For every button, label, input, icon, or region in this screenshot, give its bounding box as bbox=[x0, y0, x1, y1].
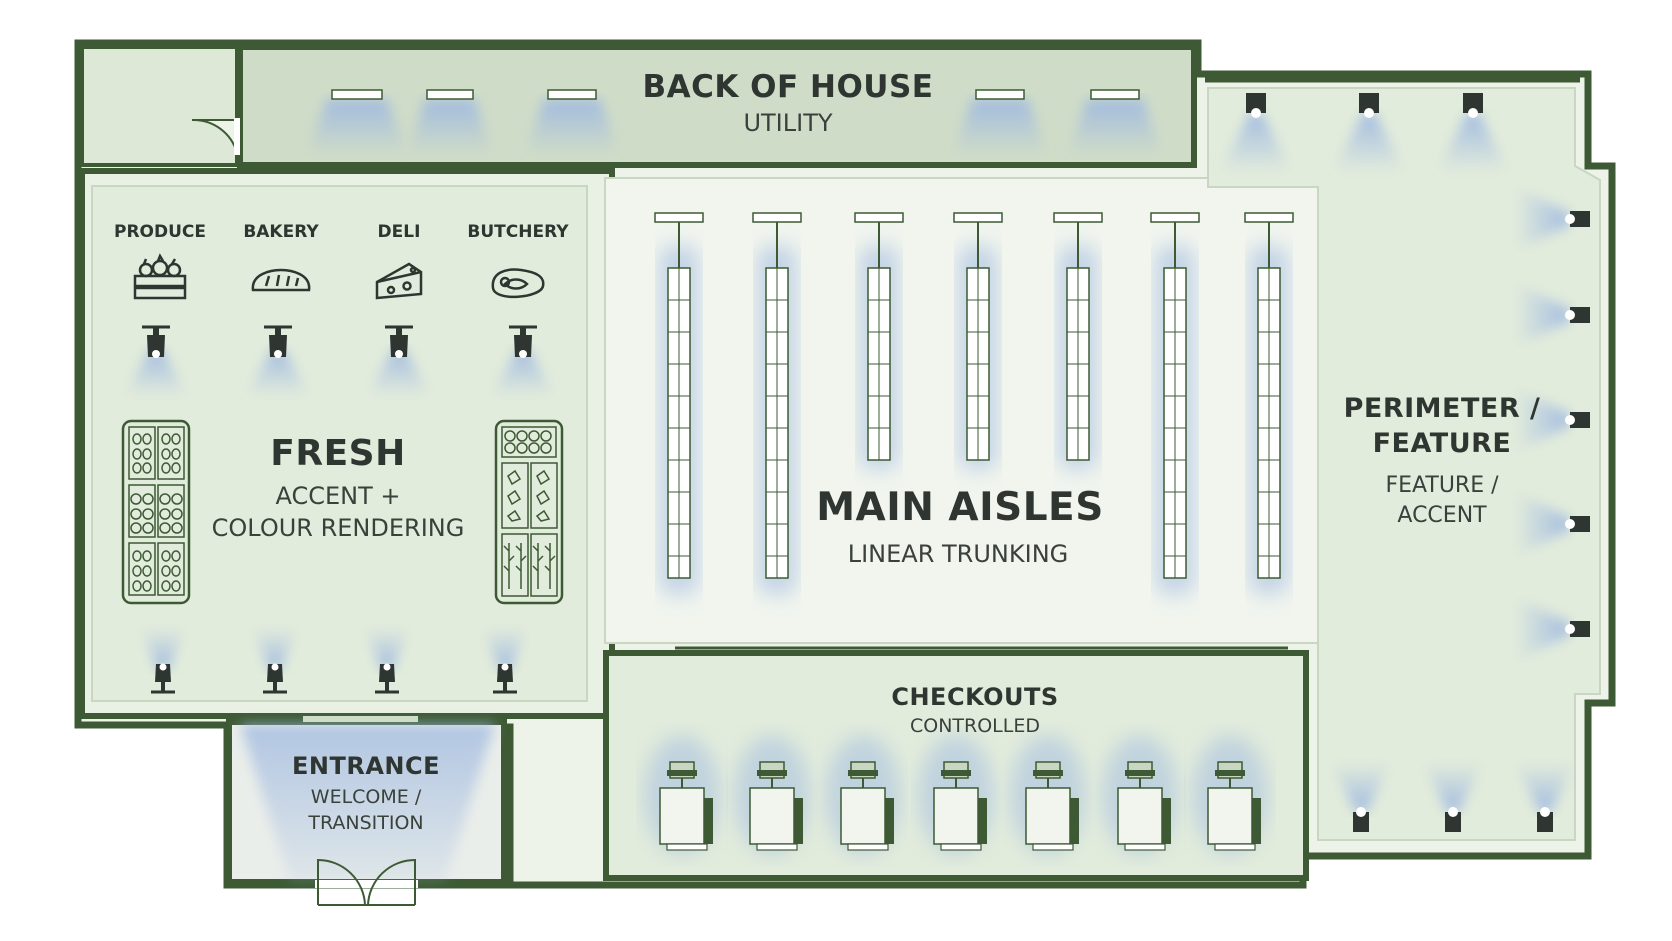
fresh-bottom-uplights bbox=[141, 627, 527, 694]
aisle-trunking bbox=[854, 212, 904, 470]
aisle-trunking bbox=[752, 212, 802, 595]
wall-spotlight bbox=[1515, 597, 1590, 661]
wall-spotlight bbox=[1515, 283, 1590, 347]
track-spotlight bbox=[246, 325, 310, 397]
boh-light bbox=[307, 89, 407, 155]
perimeter-wall-lights bbox=[1515, 187, 1590, 661]
checkout-stations bbox=[644, 735, 1268, 855]
perimeter-title-line2: FEATURE bbox=[1372, 428, 1512, 459]
dept-label-produce: PRODUCE bbox=[113, 222, 206, 242]
uplight bbox=[1331, 762, 1391, 832]
checkout-station bbox=[825, 735, 901, 855]
aisle-trunking bbox=[1244, 212, 1294, 595]
spotlight bbox=[1437, 93, 1509, 173]
wall-spotlight bbox=[1515, 388, 1590, 452]
fresh-subtitle-line2: COLOUR RENDERING bbox=[211, 514, 465, 542]
back-of-house-title: BACK OF HOUSE bbox=[642, 69, 934, 105]
steak-icon bbox=[491, 268, 545, 299]
aisle-trunking bbox=[1053, 212, 1103, 470]
main-aisles-subtitle: LINEAR TRUNKING bbox=[847, 540, 1069, 568]
linear-trunking-lights bbox=[654, 212, 1294, 595]
checkout-station bbox=[644, 735, 720, 855]
aisle-trunking bbox=[1150, 212, 1200, 595]
aisle-trunking bbox=[654, 212, 704, 595]
floor-uplight bbox=[141, 627, 185, 694]
fresh-top-spotlights bbox=[124, 325, 555, 397]
checkout-station bbox=[1010, 735, 1086, 855]
bread-icon bbox=[251, 268, 311, 292]
checkout-station bbox=[1102, 735, 1178, 855]
track-spotlight bbox=[491, 325, 555, 397]
dept-label-deli: DELI bbox=[377, 222, 421, 242]
boh-light bbox=[526, 89, 618, 155]
produce-crate-icon bbox=[133, 253, 187, 300]
uplight bbox=[1423, 762, 1483, 832]
floor-uplight bbox=[253, 627, 297, 694]
floor-uplight bbox=[365, 627, 409, 694]
right-display-case bbox=[494, 419, 564, 605]
dept-label-butchery: BUTCHERY bbox=[467, 222, 569, 242]
entrance-title: ENTRANCE bbox=[292, 752, 440, 780]
left-display-case bbox=[121, 419, 191, 605]
spotlight bbox=[1220, 93, 1292, 173]
entrance-double-door bbox=[315, 858, 418, 906]
spotlight bbox=[1333, 93, 1405, 173]
perimeter-subtitle-line2: ACCENT bbox=[1397, 503, 1487, 528]
checkout-station bbox=[734, 735, 810, 855]
wall-spotlight bbox=[1515, 187, 1590, 251]
cheese-icon bbox=[375, 262, 423, 300]
uplight bbox=[1515, 762, 1575, 832]
checkout-station bbox=[918, 735, 994, 855]
boh-light bbox=[408, 89, 492, 155]
perimeter-bottom-uplights bbox=[1331, 762, 1575, 832]
checkouts-subtitle: CONTROLLED bbox=[909, 715, 1040, 737]
main-aisles-title: MAIN AISLES bbox=[816, 485, 1104, 530]
track-spotlight bbox=[367, 325, 431, 397]
fresh-title: FRESH bbox=[270, 433, 406, 474]
checkouts-title: CHECKOUTS bbox=[891, 683, 1059, 711]
fresh-subtitle-line1: ACCENT + bbox=[275, 482, 401, 510]
dept-label-bakery: BAKERY bbox=[243, 222, 319, 242]
perimeter-title-line1: PERIMETER / bbox=[1343, 393, 1541, 424]
boh-light bbox=[1069, 89, 1161, 155]
entrance-subtitle-line2: TRANSITION bbox=[308, 812, 424, 834]
boh-light bbox=[954, 89, 1046, 155]
perimeter-zone bbox=[1205, 77, 1601, 841]
floor-uplight bbox=[483, 627, 527, 694]
perimeter-top-spotlights bbox=[1220, 93, 1509, 173]
perimeter-subtitle-line1: FEATURE / bbox=[1385, 473, 1499, 498]
entrance-zone bbox=[226, 716, 507, 906]
wall-spotlight bbox=[1515, 492, 1590, 556]
entrance-subtitle-line1: WELCOME / bbox=[310, 786, 422, 808]
back-of-house-subtitle: UTILITY bbox=[743, 109, 833, 137]
checkout-station bbox=[1192, 735, 1268, 855]
track-spotlight bbox=[124, 325, 188, 397]
back-of-house-lights bbox=[307, 89, 1161, 155]
aisle-trunking bbox=[953, 212, 1003, 470]
